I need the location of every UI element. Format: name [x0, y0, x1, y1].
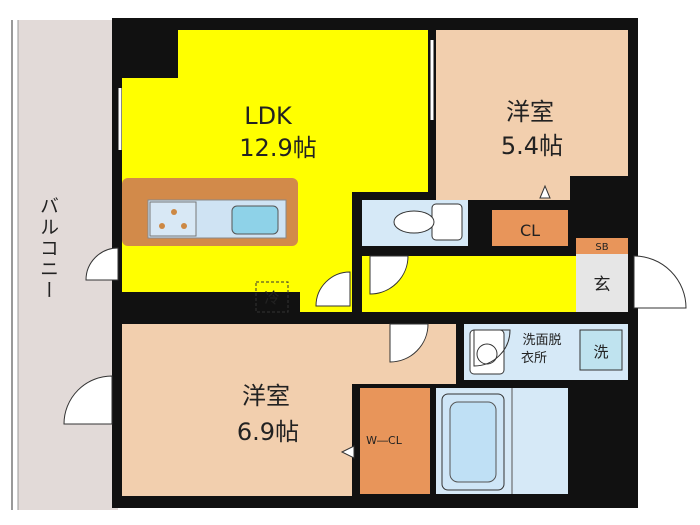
- bedroom-lower-room: [122, 324, 456, 496]
- walk-in-closet: [360, 388, 430, 494]
- kitchen-stove: [149, 201, 197, 237]
- bedroom-lower-size: 6.9帖: [237, 418, 299, 446]
- door-swing: [63, 375, 113, 425]
- washroom-label-2: 衣所: [521, 350, 547, 366]
- burner-icon: [171, 209, 177, 215]
- washer-space: [579, 329, 623, 371]
- shoe-box-label: SB: [595, 242, 608, 253]
- bedroom-lower-name: 洋室: [242, 382, 290, 410]
- bedroom-upper-room: [436, 30, 628, 200]
- toilet-tank-icon: [431, 203, 463, 241]
- toilet-bowl-icon: [393, 210, 435, 234]
- closet-label: CL: [520, 221, 540, 240]
- bathtub-inner: [449, 401, 497, 483]
- shoe-box: [576, 238, 628, 254]
- washroom-label-1: 洗面脱: [522, 333, 561, 348]
- closet-vent-icon: [539, 184, 551, 199]
- bedroom-upper-name: 洋室: [506, 98, 554, 126]
- door-swing: [389, 323, 429, 363]
- ldk-name: LDK: [244, 102, 293, 130]
- door-marker: [340, 445, 355, 459]
- door-swing: [473, 329, 511, 367]
- fridge-label: 冷: [264, 289, 279, 307]
- entrance-area: [576, 254, 628, 312]
- kitchen-sink-icon: [231, 205, 279, 235]
- door-swing: [369, 255, 409, 295]
- balcony-label: バルコニー: [37, 196, 59, 301]
- washer-label: 洗: [593, 343, 608, 361]
- closet-cl: [492, 210, 568, 246]
- ldk-size: 12.9帖: [239, 134, 316, 162]
- walk-in-closet-label: W―CL: [366, 434, 403, 447]
- bedroom-upper-size: 5.4帖: [501, 132, 563, 160]
- burner-icon: [181, 223, 187, 229]
- burner-icon: [159, 223, 165, 229]
- entrance-label: 玄: [594, 275, 611, 295]
- door-swing: [315, 271, 351, 307]
- fridge-space: [255, 281, 289, 313]
- door-swing: [85, 247, 119, 281]
- door-swing: [633, 255, 687, 309]
- washbasin-icon: [469, 329, 505, 375]
